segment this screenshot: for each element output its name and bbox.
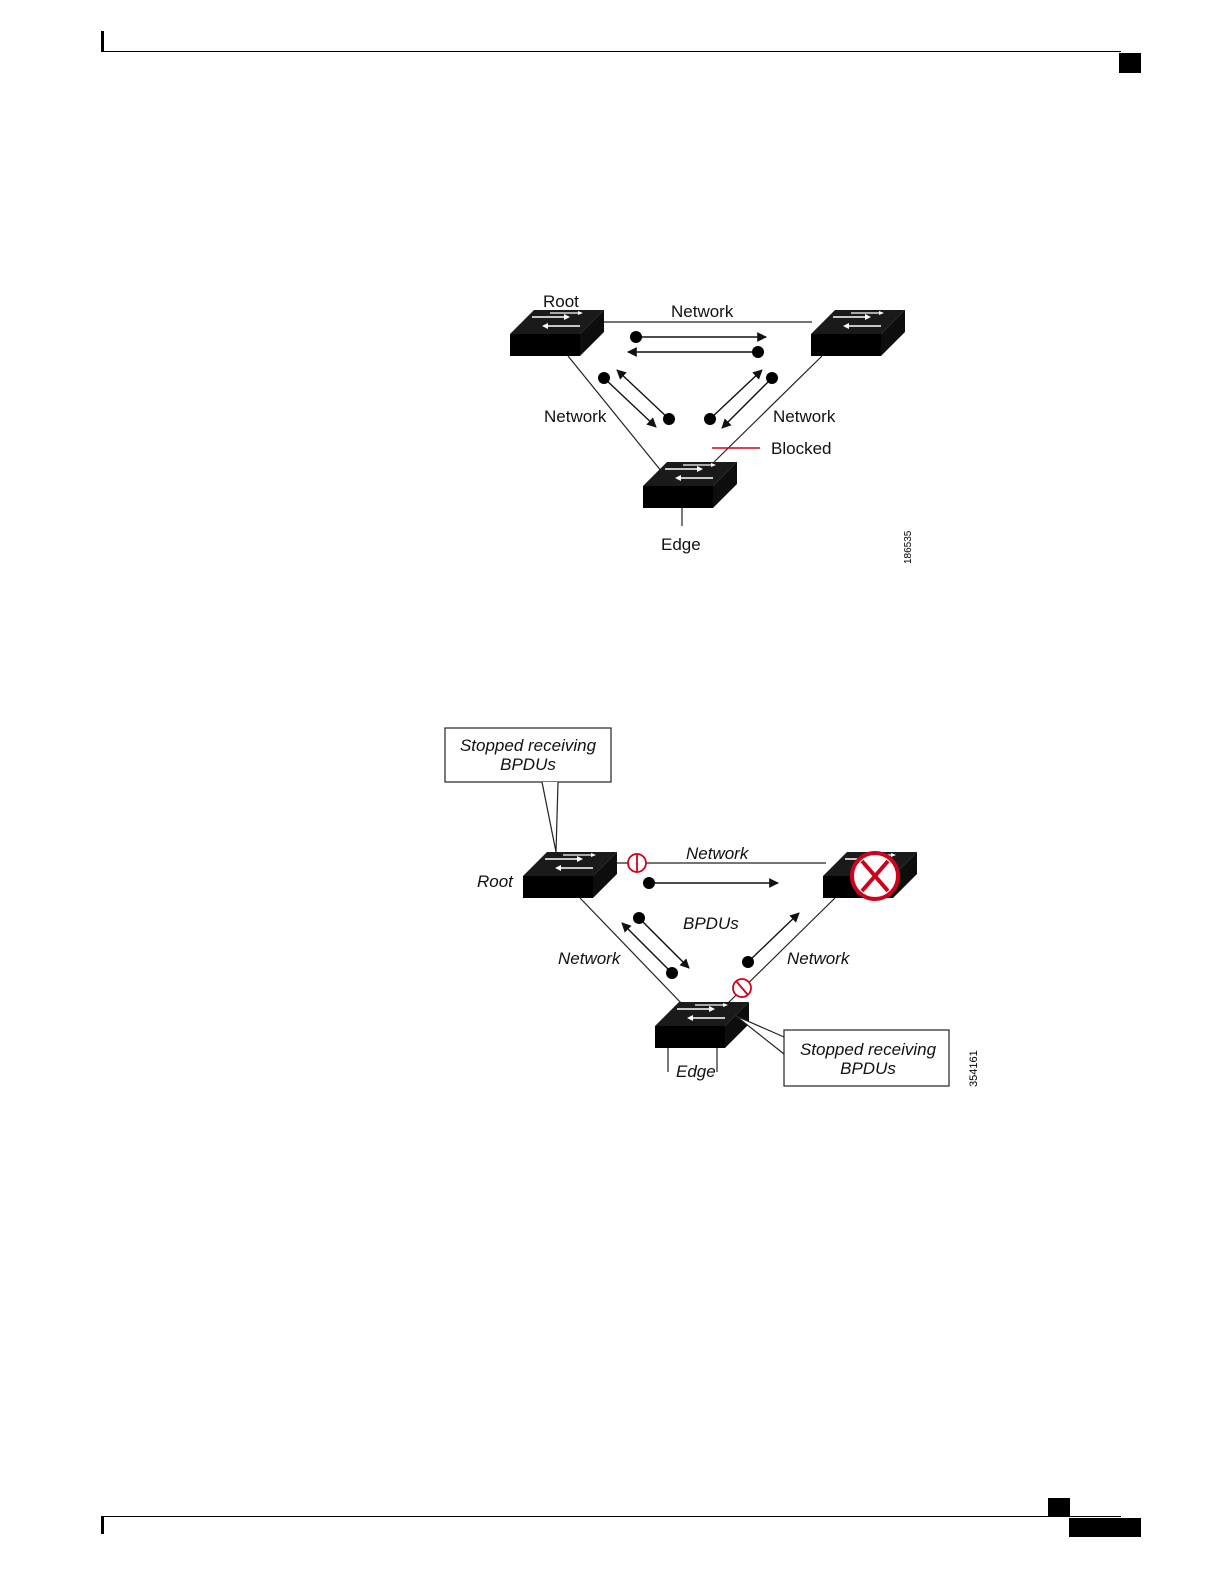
bpdu-arrow-left-down: [604, 378, 656, 427]
label-root: Root: [477, 872, 514, 891]
figure-2-id: 354161: [968, 1050, 980, 1087]
callout-bottom-line-2: BPDUs: [840, 1059, 896, 1078]
right-switch-icon: [811, 310, 905, 356]
blocked-port-icon: [733, 979, 751, 997]
bpdu-dot: [643, 877, 655, 889]
bpdu-dot: [666, 967, 678, 979]
label-network-left: Network: [558, 949, 622, 968]
bpdu-arrow-left-up: [617, 370, 669, 419]
label-network-right: Network: [787, 949, 851, 968]
root-switch-icon: [523, 852, 617, 898]
failure-x-icon: [852, 853, 898, 899]
bpdu-dot: [766, 372, 778, 384]
callout-top-line-1: Stopped receiving: [460, 736, 597, 755]
figure-1-id: 186535: [903, 530, 914, 564]
bpdu-dot: [630, 331, 642, 343]
bpdu-arrow-right-down: [722, 378, 772, 428]
callout-pointer-top: [542, 782, 558, 852]
edge-switch-icon: [655, 1002, 749, 1048]
edge-switch-icon: [643, 462, 737, 508]
bpdu-dot: [704, 413, 716, 425]
label-root: Root: [543, 292, 579, 311]
bpdu-dot: [633, 912, 645, 924]
callout-pointer-bottom: [736, 1016, 784, 1054]
label-network-right: Network: [773, 407, 836, 426]
bpdu-arrow-left-up: [622, 923, 672, 973]
bpdu-dot: [752, 346, 764, 358]
root-switch-icon: [510, 310, 604, 356]
bpdu-dot: [742, 956, 754, 968]
bpdu-arrow-left-down: [639, 918, 689, 968]
label-bpdus: BPDUs: [683, 914, 739, 933]
label-network-top: Network: [686, 844, 750, 863]
callout-top-line-2: BPDUs: [500, 755, 556, 774]
figure-2-diagram: Stopped receiving BPDUs: [445, 728, 980, 1087]
bpdu-dot: [598, 372, 610, 384]
label-edge: Edge: [661, 535, 701, 554]
label-network-left: Network: [544, 407, 607, 426]
label-edge: Edge: [676, 1062, 716, 1081]
callout-bottom-line-1: Stopped receiving: [800, 1040, 937, 1059]
label-network-top: Network: [671, 302, 734, 321]
bpdu-arrow-right-up: [710, 370, 762, 419]
blocked-port-icon: [628, 854, 646, 872]
label-blocked: Blocked: [771, 439, 831, 458]
bpdu-dot: [663, 413, 675, 425]
figure-1-diagram: Root Network Network Network Blocked Edg…: [510, 292, 914, 564]
